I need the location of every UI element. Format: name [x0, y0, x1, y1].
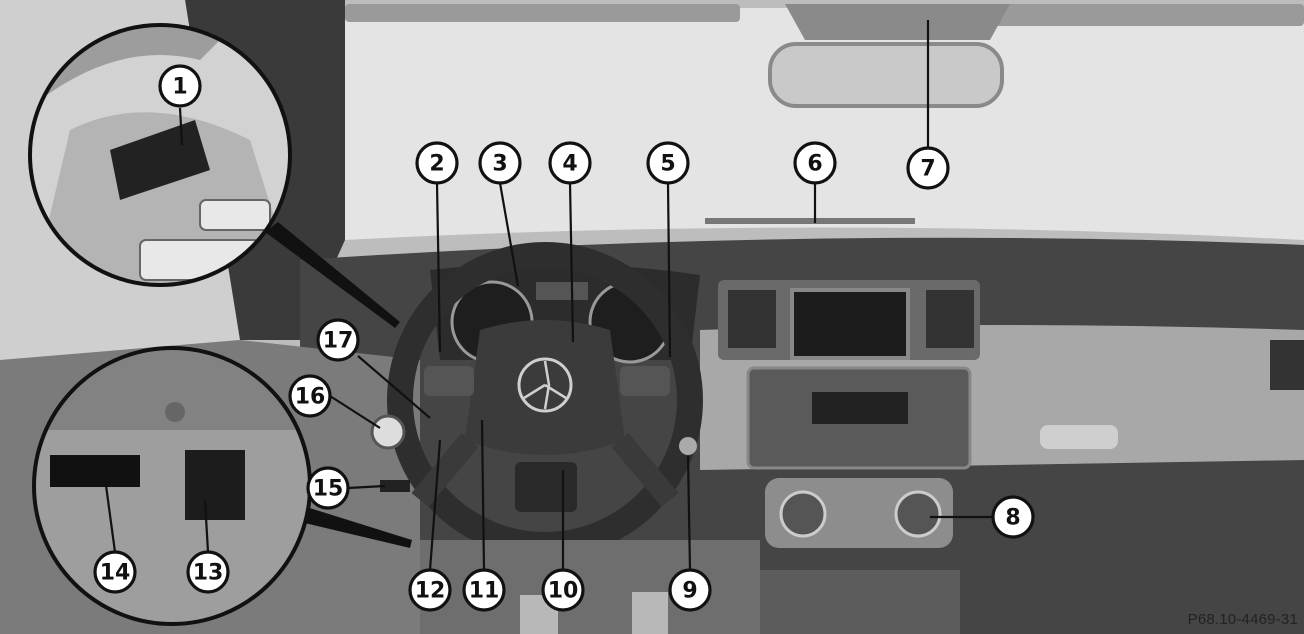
callout-16-label: 16	[295, 385, 326, 410]
overhead-control-panel	[785, 4, 1010, 40]
inset-connector-bottom	[292, 505, 412, 548]
climate-knob-right	[894, 490, 942, 538]
callout-12: 12	[408, 568, 452, 612]
leader-14	[103, 477, 117, 553]
inset-frame-top	[28, 23, 292, 287]
audio-display	[812, 392, 908, 424]
sun-visor-left	[345, 4, 740, 22]
brand-emblem-star	[523, 360, 567, 410]
windshield	[345, 8, 1304, 240]
multifunction-display	[536, 282, 588, 300]
callout-15-label: 15	[313, 477, 344, 502]
air-vent-left	[728, 290, 776, 348]
sun-visor-right	[960, 4, 1304, 26]
callout-12-label: 12	[415, 579, 446, 604]
callout-1: 1	[158, 64, 202, 108]
callout-2: 2	[415, 141, 459, 185]
callout-2-label: 2	[429, 152, 444, 177]
callout-4: 4	[548, 141, 592, 185]
leader-11	[480, 419, 486, 571]
steering-wheel-spokes	[411, 432, 679, 508]
light-switch	[370, 414, 406, 450]
leader-2	[435, 182, 442, 353]
inset-connector-top	[265, 222, 400, 328]
callout-1-label: 1	[172, 75, 187, 100]
detail-inset-steering-lever	[28, 23, 400, 328]
steering-column	[515, 462, 577, 512]
callout-9-label: 9	[682, 579, 697, 604]
callout-17-label: 17	[323, 329, 354, 354]
callout-17: 17	[316, 318, 360, 362]
ignition-lock	[679, 437, 697, 455]
callout-4-label: 4	[562, 152, 577, 177]
callout-11-label: 11	[469, 579, 500, 604]
leader-5	[666, 182, 672, 358]
callout-leader-lines	[103, 20, 993, 571]
callout-10: 10	[541, 568, 585, 612]
callout-16: 16	[288, 374, 332, 418]
callout-14-label: 14	[100, 561, 131, 586]
callout-15: 15	[306, 466, 350, 510]
callout-13-label: 13	[193, 561, 224, 586]
center-console	[760, 570, 960, 634]
windshield-sensor-area	[705, 218, 915, 224]
brand-emblem	[517, 357, 573, 413]
rear-view-mirror	[768, 42, 1004, 108]
leader-12	[428, 439, 442, 571]
leader-13	[203, 499, 210, 553]
callout-3-label: 3	[492, 152, 507, 177]
callout-6: 6	[793, 141, 837, 185]
inset-lever-14	[50, 455, 140, 487]
leader-3	[498, 182, 520, 287]
leader-17	[357, 355, 431, 419]
callout-7: 7	[906, 146, 950, 190]
leader-4	[568, 182, 575, 343]
hood-release-lever	[380, 480, 410, 492]
leader-9	[686, 455, 692, 571]
callout-11: 11	[462, 568, 506, 612]
callout-3: 3	[478, 141, 522, 185]
callout-5: 5	[646, 141, 690, 185]
inset-lever-13	[185, 450, 245, 520]
glove-box-handle	[1040, 425, 1118, 449]
figure-id: P68.10-4469-31	[1187, 611, 1298, 628]
callout-10-label: 10	[548, 579, 579, 604]
leader-15	[347, 484, 386, 490]
steering-wheel-buttons-left	[424, 366, 474, 396]
steering-wheel-hub	[465, 320, 625, 455]
callout-8: 8	[991, 495, 1035, 539]
inset-cruise-control-lever	[110, 120, 210, 200]
callout-13: 13	[186, 550, 230, 594]
callout-7-label: 7	[920, 157, 935, 182]
callout-6-label: 6	[807, 152, 822, 177]
leader-1	[178, 107, 184, 146]
leader-16	[329, 395, 381, 429]
air-vent-far-right	[1270, 340, 1304, 390]
climate-knob-left	[779, 490, 827, 538]
accelerator-pedal	[632, 592, 668, 634]
callout-8-label: 8	[1005, 506, 1020, 531]
air-vent-right	[926, 290, 974, 348]
callout-9: 9	[668, 568, 712, 612]
display-screen	[790, 288, 910, 360]
steering-wheel-buttons-right	[620, 366, 670, 396]
callout-14: 14	[93, 550, 137, 594]
callout-5-label: 5	[660, 152, 675, 177]
